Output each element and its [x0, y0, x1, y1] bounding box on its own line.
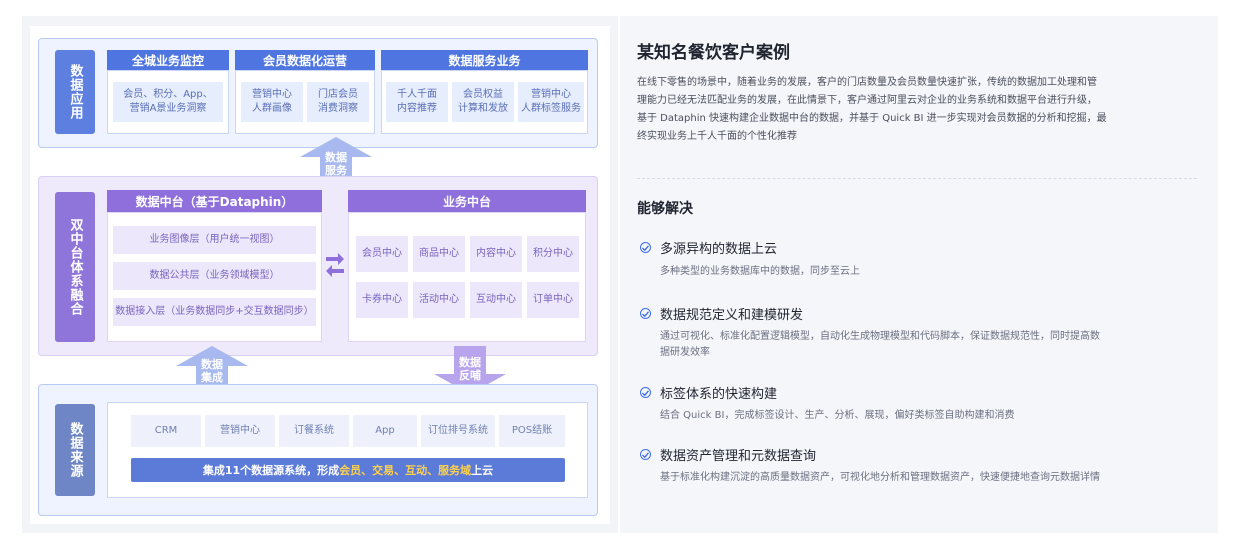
solution-title: 数据规范定义和建模研发 — [660, 308, 804, 323]
source-system: App — [353, 415, 417, 447]
solution-desc-line: 基于标准化构建沉淀的高质量数据资产，可视化地分析和管理数据资产，快速便捷地查询元… — [660, 472, 1100, 483]
data-service-item: 营销中心 人群标签服务 — [518, 82, 584, 122]
member-ops-item: 营销中心 人群画像 — [241, 82, 303, 122]
business-center: 商品中心 — [413, 236, 465, 272]
banner-text: 集成11个数据源系统，形成 — [202, 464, 340, 477]
case-description-line: 理能力已经无法匹配业务的发展，在此情景下，客户通过阿里云对企业的业务系统和数据平… — [637, 95, 1097, 106]
data-platform-layer: 数据接入层（业务数据同步+交互数据同步） — [113, 298, 316, 326]
check-circle-icon — [640, 387, 651, 398]
case-panel — [620, 16, 1218, 533]
solution-desc-line: 多种类型的业务数据库中的数据，同步至云上 — [660, 266, 860, 277]
business-platform-box — [348, 212, 586, 342]
check-circle-icon — [640, 308, 651, 319]
business-center: 卡券中心 — [356, 282, 408, 318]
solution-title: 标签体系的快速构建 — [660, 387, 778, 402]
business-center: 积分中心 — [527, 236, 579, 272]
solution-desc: 结合 Quick BI，完成标签设计、生产、分析、展现，偏好类标签自助构建和消费 — [660, 408, 1200, 424]
layer-label-dual-platform: 双中台体系融合 — [55, 192, 95, 342]
case-description-line: 终实现业务上千人千面的个性化推荐 — [637, 131, 797, 142]
case-description: 在线下零售的场景中，随着业务的发展，客户的门店数量及会员数量快速扩张，传统的数据… — [637, 74, 1207, 146]
banner-highlight: 会员、交易、互动、服务域 — [339, 464, 472, 477]
solution-title: 多源异构的数据上云 — [660, 242, 778, 257]
solution-desc: 基于标准化构建沉淀的高质量数据资产，可视化地分析和管理数据资产，快速便捷地查询元… — [660, 470, 1200, 486]
data-platform-layer: 业务图像层（用户统一视图） — [113, 226, 316, 254]
data-integration-arrow: 数据 集成 — [176, 346, 248, 394]
check-circle-icon — [640, 449, 651, 460]
check-circle-icon — [640, 242, 651, 253]
data-service-item: 千人千面 内容推荐 — [386, 82, 448, 122]
solution-desc-line: 结合 Quick BI，完成标签设计、生产、分析、展现，偏好类标签自助构建和消费 — [660, 410, 1015, 421]
data-platform-title: 数据中台（基于Dataphin） — [107, 190, 322, 212]
solve-title: 能够解决 — [637, 201, 693, 217]
data-service-arrow: 数据 服务 — [300, 137, 372, 185]
business-center: 会员中心 — [356, 236, 408, 272]
solution-title: 数据资产管理和元数据查询 — [660, 449, 817, 464]
data-platform-layer: 数据公共层（业务领域模型） — [113, 262, 316, 290]
data-feedback-arrow: 数据 反哺 — [434, 346, 506, 394]
solution-desc: 通过可视化、标准化配置逻辑模型，自动化生成物理模型和代码脚本，保证数据规范性，同… — [660, 329, 1200, 361]
business-platform-title: 业务中台 — [348, 190, 586, 212]
source-system: 订餐系统 — [279, 415, 349, 447]
data-feedback-arrow-label: 数据 反哺 — [459, 356, 481, 382]
exchange-arrows-icon — [326, 252, 344, 278]
source-system: POS结账 — [499, 415, 565, 447]
data-service-item: 会员权益 计算和发放 — [452, 82, 514, 122]
source-system: 营销中心 — [205, 415, 275, 447]
group-title-member-ops: 会员数据化运营 — [235, 50, 375, 70]
business-center: 订单中心 — [527, 282, 579, 318]
member-ops-item: 门店会员 消费洞察 — [307, 82, 369, 122]
case-title: 某知名餐饮客户案例 — [637, 43, 790, 63]
layer-label-application: 数据应用 — [55, 50, 95, 134]
business-center: 互动中心 — [470, 282, 522, 318]
solution-desc-line: 据研发效率 — [660, 347, 710, 358]
solution-desc-line: 通过可视化、标准化配置逻辑模型，自动化生成物理模型和代码脚本，保证数据规范性，同… — [660, 331, 1100, 342]
banner-text-suffix: 上云 — [471, 464, 494, 477]
layer-label-data-source: 数据来源 — [55, 404, 95, 496]
data-service-arrow-label: 数据 服务 — [325, 151, 347, 177]
business-center: 内容中心 — [470, 236, 522, 272]
group-title-city-monitoring: 全城业务监控 — [107, 50, 229, 70]
business-center: 活动中心 — [413, 282, 465, 318]
case-description-line: 在线下零售的场景中，随着业务的发展，客户的门店数量及会员数量快速扩张，传统的数据… — [637, 77, 1097, 88]
city-monitoring-item: 会员、积分、App、 营销A景业务洞察 — [113, 82, 223, 122]
source-summary-banner: 集成11个数据源系统，形成会员、交易、互动、服务域上云 — [131, 458, 565, 482]
solution-desc: 多种类型的业务数据库中的数据，同步至云上 — [660, 264, 1200, 280]
data-integration-arrow-label: 数据 集成 — [201, 358, 223, 384]
divider — [637, 178, 1197, 179]
case-description-line: 基于 Dataphin 快速构建企业数据中台的数据，并基于 Quick BI 进… — [637, 113, 1107, 124]
source-system: CRM — [131, 415, 201, 447]
group-title-data-service: 数据服务业务 — [381, 50, 588, 70]
source-system: 订位排号系统 — [421, 415, 495, 447]
